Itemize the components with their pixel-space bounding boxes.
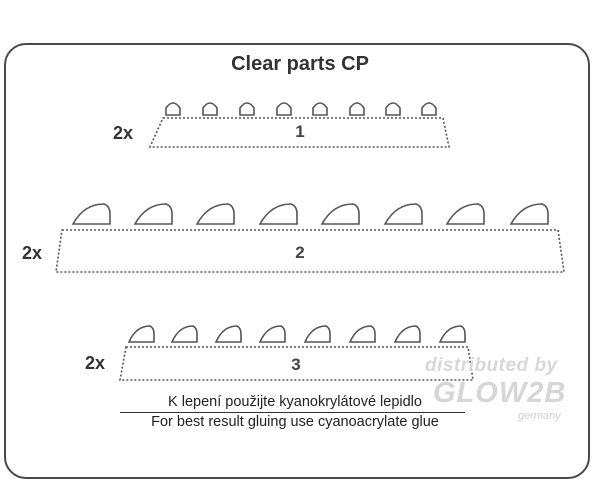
canopy-2-4 bbox=[258, 203, 298, 225]
canopy-2-1 bbox=[71, 203, 111, 225]
note-divider bbox=[120, 412, 465, 413]
part-3-canopies bbox=[127, 325, 466, 343]
canopy-2-6 bbox=[383, 203, 423, 225]
canopy-3-6 bbox=[348, 325, 376, 343]
canopy-1-5 bbox=[312, 102, 328, 116]
note-english: For best result gluing use cyanoacrylate… bbox=[151, 414, 439, 430]
canopy-3-7 bbox=[393, 325, 421, 343]
canopy-1-6 bbox=[349, 102, 365, 116]
part-1-number: 1 bbox=[295, 122, 305, 141]
part-2-strip bbox=[55, 229, 565, 273]
canopy-2-7 bbox=[445, 203, 485, 225]
watermark-country: germany bbox=[518, 410, 561, 422]
watermark-distributed-by: distributed by bbox=[425, 355, 558, 376]
part-2-number: 2 bbox=[295, 243, 305, 262]
sheet-frame bbox=[4, 43, 590, 479]
canopy-1-2 bbox=[202, 102, 218, 116]
canopy-2-8 bbox=[509, 203, 549, 225]
part-3-quantity: 2x bbox=[85, 353, 106, 373]
watermark-brand-logo: GLOW2B bbox=[433, 377, 567, 409]
canopy-3-1 bbox=[127, 325, 155, 343]
part-1-canopies bbox=[165, 102, 437, 116]
canopy-1-4 bbox=[276, 102, 292, 116]
part-1-quantity: 2x bbox=[113, 123, 134, 143]
canopy-1-3 bbox=[239, 102, 255, 116]
note-czech: K lepení použijte kyanokrylátové lepidlo bbox=[168, 394, 422, 410]
canopy-1-7 bbox=[385, 102, 401, 116]
part-1-strip bbox=[148, 117, 450, 148]
page-title: Clear parts CP bbox=[231, 53, 369, 75]
canopy-2-5 bbox=[320, 203, 360, 225]
part-3-strip bbox=[119, 346, 474, 381]
canopy-3-4 bbox=[258, 325, 286, 343]
canopy-3-5 bbox=[303, 325, 331, 343]
canopy-3-3 bbox=[214, 325, 242, 343]
part-2-quantity: 2x bbox=[22, 243, 43, 263]
canopy-1-1 bbox=[165, 102, 181, 116]
canopy-3-2 bbox=[170, 325, 198, 343]
canopy-1-8 bbox=[421, 102, 437, 116]
canopy-2-2 bbox=[133, 203, 173, 225]
part-3-number: 3 bbox=[291, 355, 301, 374]
canopy-2-3 bbox=[195, 203, 235, 225]
part-2-canopies bbox=[71, 203, 549, 225]
canopy-3-8 bbox=[438, 325, 466, 343]
